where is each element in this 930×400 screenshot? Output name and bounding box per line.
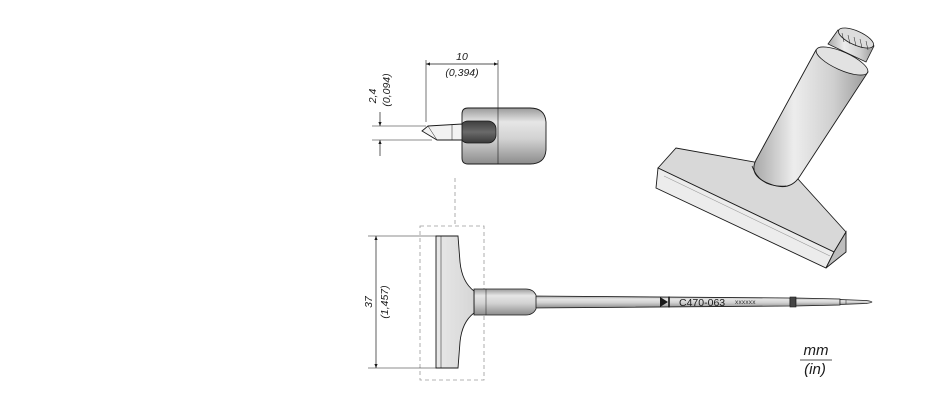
iso-view-stub: [827, 29, 875, 63]
iso-view: [655, 27, 875, 269]
side-view: [421, 107, 547, 165]
front-view-tail: [795, 297, 841, 307]
front-view-sleeve: [473, 288, 537, 316]
units-secondary: (in): [804, 361, 826, 378]
iso-view-blade-end: [825, 230, 847, 269]
iso-view-shaft: [753, 49, 869, 188]
dimension-thickness: 2,4 (0,094): [367, 73, 432, 156]
side-view-slot: [459, 120, 497, 144]
part-number: C470-063: [679, 297, 725, 309]
units-primary: mm: [804, 342, 829, 359]
front-view: C470-063 xxxxxx: [419, 225, 873, 381]
dimension-length-mm: 37: [363, 295, 375, 308]
front-view-tail-ring: [789, 296, 797, 308]
front-view-tail-tip: [839, 299, 873, 305]
dimension-width: 10 (0,394): [425, 51, 499, 122]
units-legend: mm (in): [800, 342, 832, 378]
dimension-length: 37 (1,457): [363, 235, 436, 369]
diode-icon: [660, 296, 670, 308]
dimension-width-mm: 10: [456, 51, 468, 63]
dimension-thickness-in: (0,094): [381, 73, 393, 106]
dimension-width-in: (0,394): [445, 67, 478, 79]
dimension-thickness-mm: 2,4: [367, 89, 379, 105]
dimension-length-in: (1,457): [379, 285, 391, 318]
front-view-blade: [435, 235, 475, 369]
serial-number: xxxxxx: [735, 299, 756, 306]
